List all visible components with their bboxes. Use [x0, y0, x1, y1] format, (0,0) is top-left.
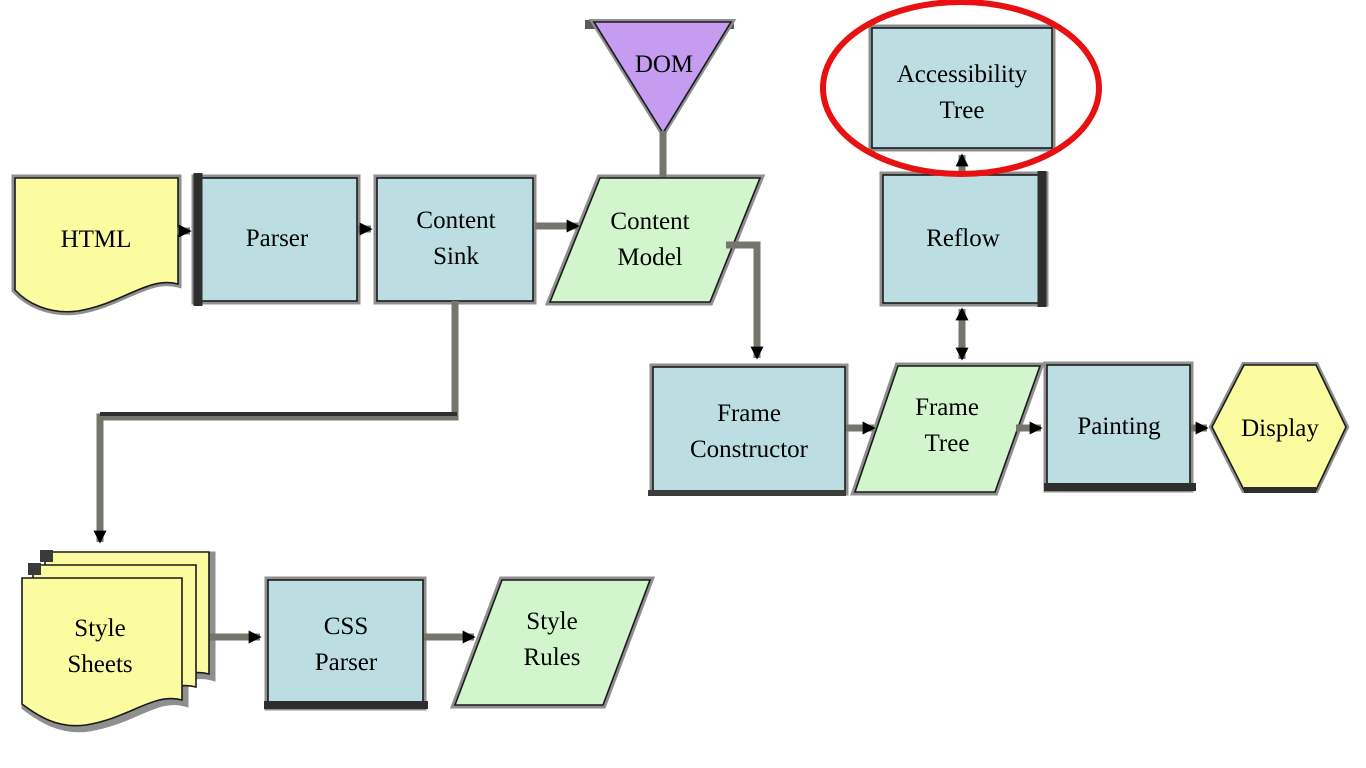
frame-tree-parallelogram [850, 362, 1045, 496]
painting-box [1043, 361, 1196, 493]
style-rules-parallelogram [449, 576, 656, 709]
triangle-shadow-mark [585, 20, 599, 29]
content-sink-box [373, 174, 537, 305]
arrow-content-model-to-frame-constructor [726, 241, 764, 360]
content-model-parallelogram [544, 174, 766, 306]
sheet-corner-mark [40, 550, 53, 562]
sheet-corner-mark [28, 563, 41, 575]
arrow-content-sink-to-style-sheets [93, 301, 459, 544]
css-parser-box [264, 576, 428, 711]
connector-layer [93, 131, 1209, 644]
html-doc-shape [11, 174, 182, 316]
highlight-ellipse [820, 0, 1102, 177]
parser-box [191, 173, 361, 306]
shape-layer [11, 19, 1350, 733]
reflow-box [879, 171, 1049, 307]
dom-triangle [585, 19, 737, 139]
frame-constructor-box [648, 363, 849, 496]
style-sheets-stack [21, 550, 216, 733]
accessibility-tree-box [868, 24, 1056, 152]
style-sheet-front [21, 577, 183, 727]
display-hexagon [1208, 362, 1350, 493]
